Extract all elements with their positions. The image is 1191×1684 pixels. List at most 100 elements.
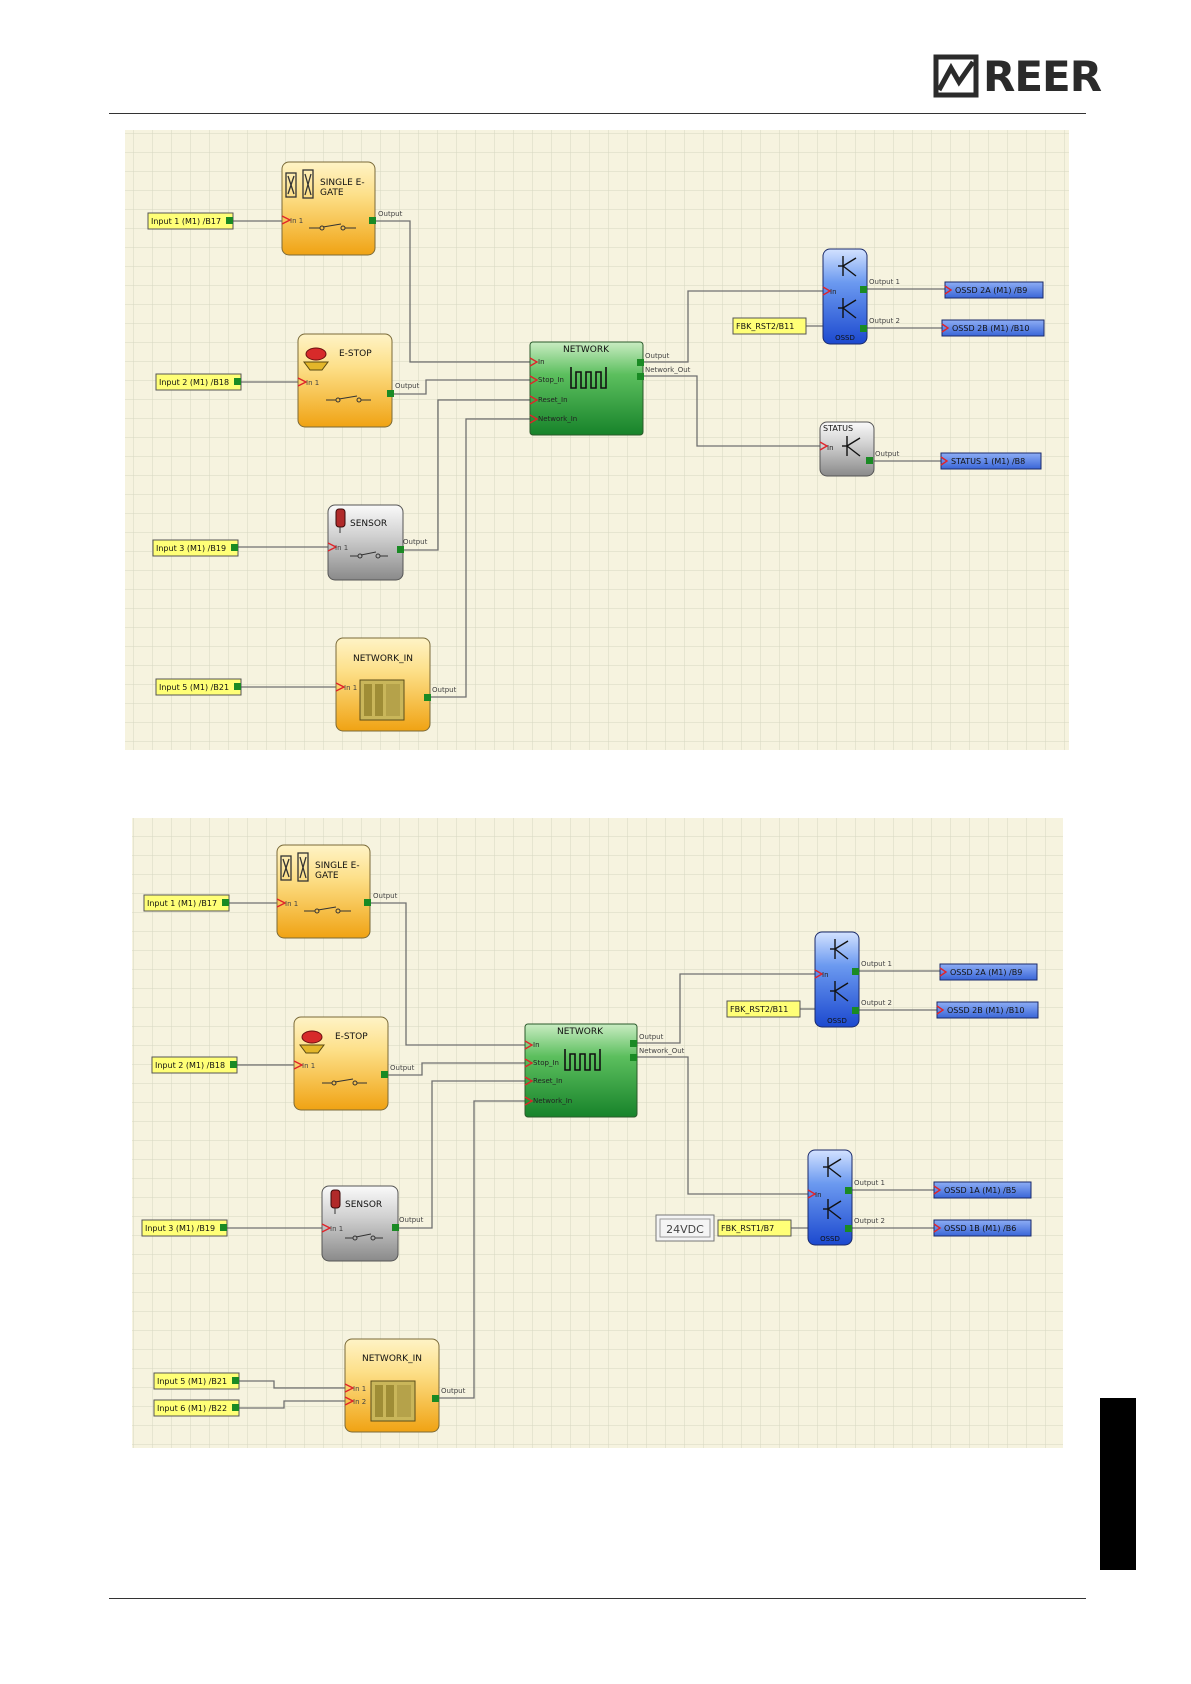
output-tag[interactable]: STATUS 1 (M1) /B8 [940,452,1042,470]
port-label: Output [875,450,900,458]
port-label: In [538,358,545,366]
transistor-icon [830,939,849,1002]
network-pulse-icon [564,1049,601,1071]
estop-block[interactable]: E-STOP In 1 Output [297,333,420,428]
svg-text:Input 2 (M1) /B18: Input 2 (M1) /B18 [159,378,229,387]
svg-text:OSSD 2B (M1) /B10: OSSD 2B (M1) /B10 [952,324,1029,333]
network-block[interactable]: NETWORK In Stop_In Reset_In Network_In O… [524,1023,685,1118]
port-label: Network_In [533,1097,572,1105]
block-title-l2: GATE [315,871,339,881]
port-label: In 1 [344,684,357,692]
reer-logo: REER [933,54,1102,100]
sensor-block[interactable]: SENSOR In 1 Output [327,504,428,581]
ossd-block[interactable]: In Output 1 Output 2 OSSD [807,1149,885,1246]
reer-logo-icon [933,54,979,98]
input-tag[interactable]: Input 2 (M1) /B18 [155,373,242,391]
transistor-icon [823,1157,842,1220]
output-tag[interactable]: OSSD 2A (M1) /B9 [939,963,1038,981]
port-label: Output 2 [854,1217,885,1225]
block-title: SENSOR [345,1200,382,1210]
output-tag[interactable]: OSSD 1A (M1) /B5 [933,1181,1032,1199]
port-label: Output 1 [854,1179,885,1187]
svg-text:Input 5 (M1) /B21: Input 5 (M1) /B21 [157,1377,227,1386]
port-label: Output [395,382,420,390]
svg-text:OSSD 2A (M1) /B9: OSSD 2A (M1) /B9 [955,286,1027,295]
svg-text:OSSD 2A (M1) /B9: OSSD 2A (M1) /B9 [950,968,1022,977]
voltage-label: 24VDC [655,1214,715,1242]
single-egate-block[interactable]: SINGLE E- GATE In 1 Output [276,844,398,939]
ossd-block[interactable]: In Output 1 Output 2 OSSD [822,248,900,345]
svg-text:FBK_RST2/B11: FBK_RST2/B11 [736,322,794,331]
input-tag[interactable]: Input 2 (M1) /B18 [151,1056,238,1074]
port-label: In 2 [353,1398,366,1406]
block-title-l1: SINGLE E- [320,178,365,188]
gate-icon [285,169,314,199]
port-label: In 1 [353,1385,366,1393]
block-title: NETWORK [563,345,610,355]
port-label: Output [390,1064,415,1072]
switch-symbol-icon [350,551,388,559]
port-label: Output [403,538,428,546]
feedback-tag[interactable]: FBK_RST2/B11 [732,317,807,335]
output-tag[interactable]: OSSD 2A (M1) /B9 [944,281,1044,299]
output-tag[interactable]: OSSD 1B (M1) /B6 [933,1219,1032,1237]
sensor-icon [335,508,346,533]
port-label: Output [441,1387,466,1395]
block-title: OSSD [827,1017,847,1025]
status-block[interactable]: STATUS In Output [819,421,900,477]
block-title: NETWORK [557,1027,604,1037]
switch-symbol-icon [322,1078,367,1086]
network-block[interactable]: NETWORK In Stop_In Reset_In Network_In O… [529,341,691,436]
feedback-tag[interactable]: FBK_RST1/B7 [717,1219,792,1237]
switch-symbol-icon [304,906,351,914]
network-in-block[interactable]: NETWORK_IN In 1 In 2 Output [344,1338,466,1433]
block-title-l1: SINGLE E- [315,861,360,871]
block-title: OSSD [835,334,855,342]
svg-text:OSSD 1B (M1) /B6: OSSD 1B (M1) /B6 [944,1224,1016,1233]
output-tag[interactable]: OSSD 2B (M1) /B10 [936,1001,1039,1019]
port-label: In 1 [290,217,303,225]
input-tag[interactable]: Input 5 (M1) /B21 [155,678,242,696]
ossd-block[interactable]: In Output 1 Output 2 OSSD [814,931,892,1028]
estop-block[interactable]: E-STOP In 1 Output [293,1016,415,1111]
single-egate-block[interactable]: SINGLE E- GATE In 1 Output [281,161,403,256]
transistor-icon [842,436,861,457]
module-rack-icon [370,1380,416,1422]
port-label: Stop_In [533,1059,559,1067]
port-label: Network_Out [639,1047,685,1055]
wires-bottom [226,902,940,1409]
port-label: In [827,444,834,452]
input-tag[interactable]: Input 5 (M1) /B21 [153,1372,240,1390]
logo-text: REER [983,52,1102,101]
feedback-tag[interactable]: FBK_RST2/B11 [726,1000,801,1018]
block-title: SENSOR [350,519,387,529]
port-label: Output [378,210,403,218]
network-in-block[interactable]: NETWORK_IN In 1 Output [335,637,457,732]
port-label: In [815,1191,822,1199]
port-label: Network_Out [645,366,691,374]
block-title-l2: GATE [320,188,344,198]
port-label: Output [373,892,398,900]
sensor-block[interactable]: SENSOR In 1 Output [321,1185,424,1262]
input-tag[interactable]: Input 1 (M1) /B17 [147,212,234,230]
input-tag[interactable]: Input 1 (M1) /B17 [143,894,230,912]
port-label: In 1 [285,900,298,908]
port-label: Reset_In [533,1077,563,1085]
svg-text:FBK_RST1/B7: FBK_RST1/B7 [721,1224,774,1233]
svg-text:STATUS 1 (M1) /B8: STATUS 1 (M1) /B8 [951,457,1025,466]
input-tag[interactable]: Input 3 (M1) /B19 [141,1219,228,1237]
switch-symbol-icon [345,1233,383,1241]
input-tag[interactable]: Input 6 (M1) /B22 [153,1399,240,1417]
port-label: Output [639,1033,664,1041]
port-label: Output [645,352,670,360]
input-tag[interactable]: Input 3 (M1) /B19 [152,539,239,557]
port-label: In 1 [302,1062,315,1070]
section-tab [1100,1398,1136,1570]
svg-text:FBK_RST2/B11: FBK_RST2/B11 [730,1005,788,1014]
sensor-icon [330,1189,341,1214]
gate-icon [280,852,309,882]
port-label: Output 1 [869,278,900,286]
output-tag[interactable]: OSSD 2B (M1) /B10 [941,319,1045,337]
block-title: NETWORK_IN [362,1354,422,1364]
port-label: In 1 [306,379,319,387]
